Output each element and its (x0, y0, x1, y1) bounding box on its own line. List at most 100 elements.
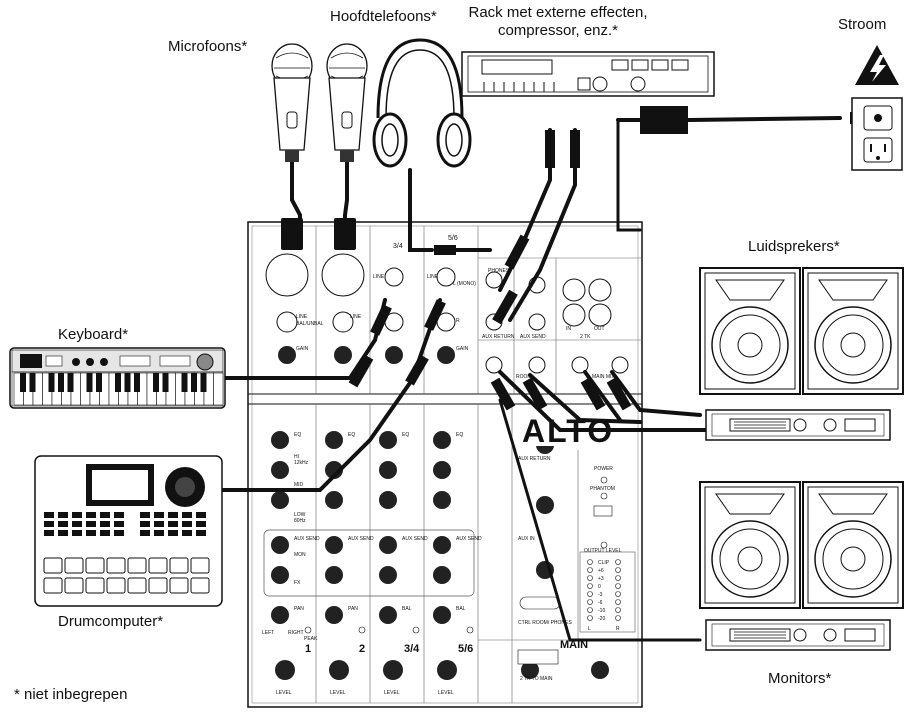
drum-machine-button (86, 530, 96, 536)
black-key (181, 373, 188, 392)
speaker-icon (699, 267, 801, 395)
drum-machine-caption: Drumcomputer* (58, 613, 164, 630)
not-included-note: * niet inbegrepen (14, 686, 128, 703)
aux-send-label-4: AUX SEND (456, 536, 482, 542)
drum-pad (64, 577, 84, 594)
eq-label-4: EQ (456, 432, 463, 438)
level-label-2: LEVEL (330, 690, 346, 696)
bal-label-4: BAL (456, 606, 466, 612)
black-key (115, 373, 121, 392)
aux-in-label: AUX IN (518, 536, 535, 542)
drum-machine-button (114, 512, 124, 518)
black-key (20, 373, 26, 392)
microphone-icon (271, 43, 313, 162)
phones-label: PHONES (488, 268, 510, 274)
power-label: POWER (594, 466, 613, 472)
microphone-icon (326, 43, 368, 162)
drum-pad (85, 577, 105, 594)
line-mono-label-5: LINE (427, 274, 439, 280)
drum-machine-button (100, 512, 110, 518)
drum-machine-button (168, 530, 178, 536)
black-key (29, 373, 36, 392)
keyboard-caption: Keyboard* (58, 326, 129, 343)
pan-label-1: PAN (294, 606, 304, 612)
meter-led (587, 567, 593, 573)
drum-machine-button (182, 530, 192, 536)
low-freq: 80Hz (294, 518, 306, 524)
meter-scale-label: -20 (598, 616, 605, 622)
aux-send-label-3: AUX SEND (402, 536, 428, 542)
drum-machine-button (58, 530, 68, 536)
drum-pad (43, 577, 63, 594)
drum-pad (64, 557, 84, 574)
drum-machine-button (86, 512, 96, 518)
aux-send-label-2: AUX SEND (348, 536, 374, 542)
headphones-caption: Hoofdtelefoons* (330, 8, 437, 25)
right-word-label: RIGHT (288, 630, 304, 636)
drum-machine-button (140, 512, 150, 518)
eq-label-1: EQ (294, 432, 301, 438)
meter-led (615, 559, 621, 565)
line-label-1: LINE (296, 314, 308, 320)
drum-pad (190, 557, 210, 574)
left-label: LEFT (262, 630, 274, 636)
drum-machine-button (72, 521, 82, 527)
meter-led (587, 583, 593, 589)
drum-machine-button (140, 521, 150, 527)
meter-led (587, 575, 593, 581)
out-label: OUT (594, 326, 605, 332)
top-label-ch34: 3/4 (393, 243, 403, 250)
black-key (200, 373, 207, 392)
channel-number-2: 2 (359, 643, 365, 655)
drum-machine-button (182, 512, 192, 518)
main-mix-label: MAIN MIX (592, 374, 615, 380)
gain-label-1: GAIN (296, 346, 309, 352)
level-label-4: LEVEL (438, 690, 454, 696)
meter-led (587, 615, 593, 621)
drum-machine-buttons (43, 512, 210, 594)
drum-machine-button (86, 521, 96, 527)
black-key (124, 373, 131, 392)
drum-pad (43, 557, 63, 574)
aux-send-jack-label: AUX SEND (520, 334, 546, 340)
drum-machine-button (114, 530, 124, 536)
rack-caption: Rack met externe effecten, compressor, e… (468, 4, 648, 39)
line-mono-sub: L (MONO) (453, 281, 476, 287)
ctrl-room-label: CTRL ROOM/ PHONES (518, 620, 572, 626)
aux-send-label-1: AUX SEND (294, 536, 320, 542)
eq-label-3: EQ (402, 432, 409, 438)
meter-led (587, 591, 593, 597)
right-label: R (456, 318, 460, 324)
fx-label: FX (294, 580, 301, 586)
monitor-speaker-icon (802, 481, 904, 609)
drum-machine-button (72, 512, 82, 518)
aux-return-label: AUX RETURN (482, 334, 515, 340)
output-level-label: OUTPUT LEVEL (584, 548, 622, 554)
drum-machine-button (44, 512, 54, 518)
channel-number-1: 1 (305, 643, 311, 655)
meter-channel-label: R (616, 626, 620, 632)
meter-led (587, 599, 593, 605)
power-caption: Stroom (838, 16, 887, 33)
drum-machine-button (72, 530, 82, 536)
drum-pad (127, 577, 147, 594)
white-key (213, 372, 224, 406)
top-label-ch56: 5/6 (448, 235, 458, 242)
drum-machine-button (140, 530, 150, 536)
drum-machine-button (154, 530, 164, 536)
microphones-caption: Microfoons* (168, 38, 248, 55)
line-label-2: LINE (350, 314, 362, 320)
meter-led (615, 607, 621, 613)
drum-pad (127, 557, 147, 574)
meter-led (615, 583, 621, 589)
aux-return-knob-label: AUX RETURN (518, 456, 551, 462)
drum-machine-button (196, 530, 206, 536)
power-amplifier-icon (705, 619, 891, 651)
meter-led (615, 591, 621, 597)
speakers-caption: Luidsprekers* (748, 238, 840, 255)
mid-label: MID (294, 482, 304, 488)
monitors-caption: Monitors* (768, 670, 832, 687)
black-key (96, 373, 102, 392)
